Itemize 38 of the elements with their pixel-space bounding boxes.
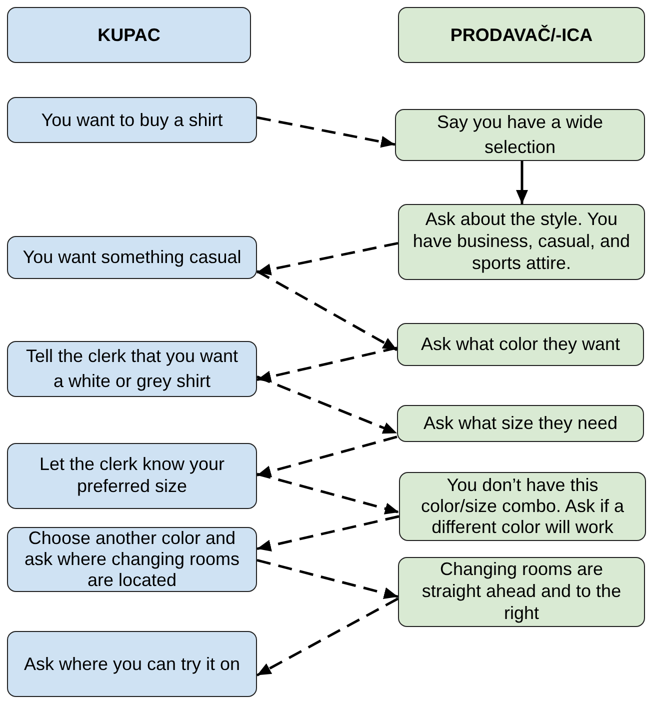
role-label: PRODAVAČ/-ICA	[450, 24, 593, 46]
dashed-arrow	[256, 376, 398, 434]
step-box	[398, 557, 645, 627]
dashed-arrow	[256, 436, 398, 478]
step-text: Tell the clerk that you want a white or grey shirt	[24, 345, 240, 393]
step-box	[395, 109, 645, 161]
step-text: You don’t have this color/size combo. Ask if a different color will work	[420, 474, 626, 538]
step-box	[7, 443, 257, 509]
step-text: Ask what size they need	[423, 412, 618, 435]
step-text: Ask where you can try it on	[24, 652, 240, 676]
step-box	[7, 236, 257, 279]
step-text: Choose another color and ask where changing rooms are located	[23, 528, 241, 592]
arrow	[516, 161, 528, 204]
dashed-arrow	[256, 559, 398, 599]
step-box	[7, 631, 257, 697]
dashed-arrow	[256, 270, 398, 352]
dashed-arrow	[256, 116, 396, 148]
role-header-box	[7, 7, 251, 63]
dashed-arrow	[256, 515, 400, 552]
dashed-arrow	[256, 598, 399, 676]
dashed-arrow	[256, 346, 398, 383]
step-box	[397, 323, 644, 366]
dashed-arrow	[256, 242, 398, 276]
step-text: Let the clerk know your preferred size	[38, 454, 226, 498]
step-text: You want to buy a shirt	[41, 108, 223, 132]
step-text: Changing rooms are straight ahead and to the right	[420, 559, 622, 625]
dashed-arrow	[256, 472, 400, 514]
step-text: You want something casual	[22, 246, 242, 269]
step-text: Say you have a wide selection	[436, 111, 604, 159]
step-box	[397, 405, 644, 442]
step-box	[399, 472, 646, 541]
step-box	[398, 204, 645, 280]
step-box	[7, 341, 257, 397]
step-box	[7, 97, 257, 143]
role-label: KUPAC	[98, 24, 160, 46]
step-text: Ask what color they want	[420, 333, 620, 356]
role-header-box	[398, 7, 645, 63]
step-text: Ask about the style. You have business, casual, and sports attire.	[412, 209, 632, 275]
